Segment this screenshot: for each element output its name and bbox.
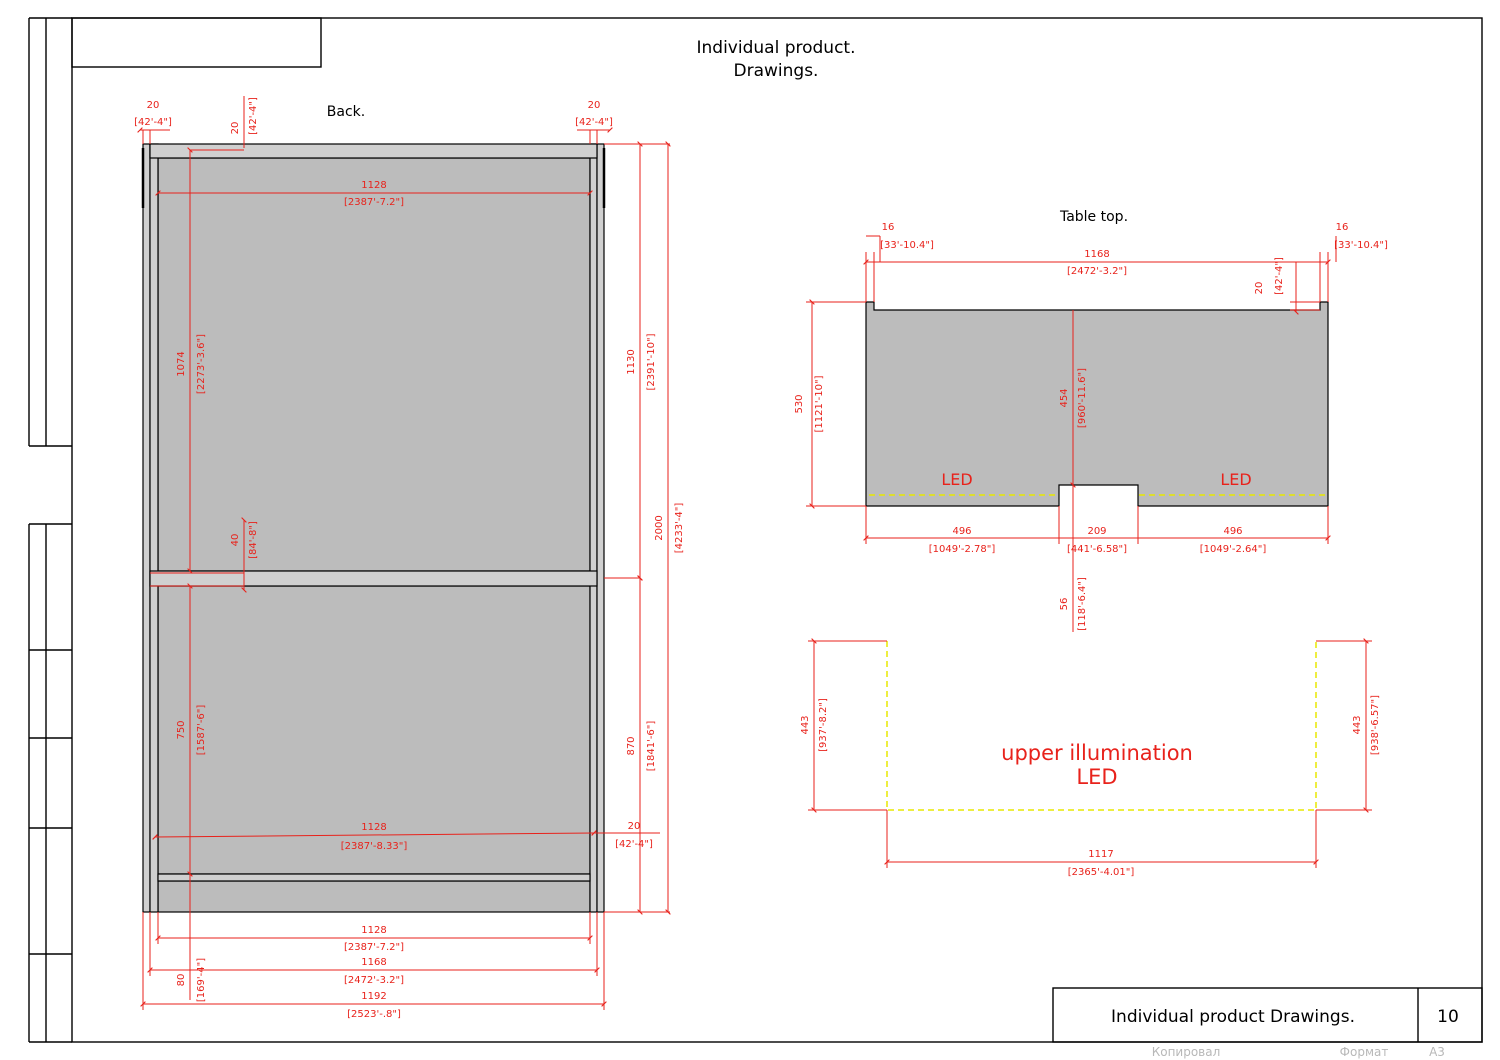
dim-inner-depth: 454 <box>1059 388 1070 407</box>
dim-table-depth: 530 <box>794 394 805 413</box>
upper-illumination-view: upper illumination LED 443 [937'-8.2"] 4… <box>800 638 1381 878</box>
bottom-rail <box>157 873 591 882</box>
dim-mid-rail-imp: [84'-8"] <box>248 521 259 559</box>
dim-total-h: 2000 <box>654 515 665 540</box>
dim-plinth-h: 80 <box>176 974 187 987</box>
copied-label: Копировал <box>1152 1045 1221 1059</box>
table-top-view: Table top. LED LED 16 [33'-10.4"] 16 [33… <box>794 209 1388 632</box>
back-view-label: Back. <box>327 104 365 120</box>
dim-right-post-imp: [42'-4"] <box>575 117 613 128</box>
dim-right-low-post-imp: [42'-4"] <box>615 839 653 850</box>
dim-inner-low-w-imp: [2387'-8.33"] <box>341 841 408 852</box>
dim-bottom-w3-imp: [2523'-.8"] <box>347 1009 401 1020</box>
dim-upper-total-imp: [2391'-10"] <box>646 333 657 390</box>
dim-table-width-imp: [2472'-3.2"] <box>1067 266 1127 277</box>
dim-bottom-w1-imp: [2387'-7.2"] <box>344 942 404 953</box>
dim-right-post: 20 <box>588 100 601 111</box>
dim-total-h-imp: [4233'-4"] <box>674 503 685 554</box>
upper-led-outline <box>886 641 1317 811</box>
sheet-frame <box>28 17 1483 1043</box>
dim-lower-h-imp: [1587'-6"] <box>196 705 207 756</box>
dim-right-lip-imp: [33'-10.4"] <box>1334 240 1388 251</box>
dim-upper-total: 1130 <box>626 349 637 374</box>
table-top-label: Table top. <box>1059 209 1128 225</box>
left-inner-post <box>149 143 159 913</box>
upper-panel <box>157 157 591 572</box>
table-top-shape <box>865 301 1329 507</box>
dim-table-depth-imp: [1121'-10"] <box>814 375 825 432</box>
left-outer-post <box>142 143 151 913</box>
dim-upper-h: 1074 <box>176 351 187 376</box>
dim-led-right-h: 443 <box>1352 715 1363 734</box>
dim-lower-total: 870 <box>626 736 637 755</box>
lower-panel <box>157 585 591 875</box>
sheet-number: 10 <box>1437 1007 1459 1027</box>
dim-notch-depth: 56 <box>1059 598 1070 611</box>
back-view: Back. <box>134 96 685 1020</box>
dim-inner-top-w: 1128 <box>361 180 386 191</box>
dim-seg-left-imp: [1049'-2.78"] <box>929 544 996 555</box>
led-right-label: LED <box>1220 470 1251 489</box>
dim-led-right-h-imp: [938'-6.57"] <box>1370 695 1381 755</box>
dim-inner-low-w: 1128 <box>361 822 386 833</box>
dim-bottom-w1: 1128 <box>361 925 386 936</box>
dim-notch-imp: [441'-6.58"] <box>1067 544 1127 555</box>
dim-bottom-w3: 1192 <box>361 991 386 1002</box>
dim-left-lip-imp: [33'-10.4"] <box>880 240 934 251</box>
dim-right-lip: 16 <box>1336 222 1349 233</box>
dim-lip-h-imp: [42'-4"] <box>1274 257 1285 295</box>
plinth-panel <box>157 880 591 913</box>
title-block: Individual product Drawings. 10 Копирова… <box>1052 987 1483 1059</box>
dim-bottom-w2: 1168 <box>361 957 386 968</box>
right-outer-post <box>596 143 605 913</box>
dim-led-left-h: 443 <box>800 715 811 734</box>
dim-notch: 209 <box>1087 526 1106 537</box>
dim-led-width: 1117 <box>1088 849 1113 860</box>
upper-led-note-2: LED <box>1076 765 1117 789</box>
dim-top-rail: 20 <box>230 122 241 135</box>
format-label: Формат <box>1340 1045 1389 1059</box>
dim-upper-h-imp: [2273'-3.6"] <box>196 334 207 394</box>
dim-lip-h: 20 <box>1254 282 1265 295</box>
dim-bottom-w2-imp: [2472'-3.2"] <box>344 975 404 986</box>
dim-left-lip: 16 <box>882 222 895 233</box>
title-block-title: Individual product Drawings. <box>1111 1007 1355 1027</box>
dim-seg-right-imp: [1049'-2.64"] <box>1200 544 1267 555</box>
dim-left-post: 20 <box>147 100 160 111</box>
dim-table-width: 1168 <box>1084 249 1109 260</box>
middle-rail <box>149 570 598 587</box>
dim-plinth-h-imp: [169'-4"] <box>196 958 207 1002</box>
right-inner-post <box>589 143 598 913</box>
dim-notch-depth-imp: [118'-6.4"] <box>1077 577 1088 631</box>
header-line1: Individual product. <box>697 38 856 58</box>
dim-top-rail-imp: [42'-4"] <box>248 97 259 135</box>
dim-led-left-h-imp: [937'-8.2"] <box>818 698 829 752</box>
dim-inner-depth-imp: [960'-11.6"] <box>1077 368 1088 428</box>
format-value: A3 <box>1429 1045 1445 1059</box>
dim-seg-right: 496 <box>1223 526 1242 537</box>
dim-mid-rail: 40 <box>230 534 241 547</box>
dim-right-low-post: 20 <box>628 821 641 832</box>
upper-led-note-1: upper illumination <box>1001 741 1193 765</box>
dim-lower-h: 750 <box>176 720 187 739</box>
dim-lower-total-imp: [1841'-6"] <box>646 721 657 772</box>
top-rail <box>149 143 598 159</box>
dim-inner-top-w-imp: [2387'-7.2"] <box>344 197 404 208</box>
dim-left-post-imp: [42'-4"] <box>134 117 172 128</box>
dim-led-width-imp: [2365'-4.01"] <box>1068 867 1135 878</box>
led-left-label: LED <box>941 470 972 489</box>
header-line2: Drawings. <box>734 61 819 81</box>
dim-seg-left: 496 <box>952 526 971 537</box>
